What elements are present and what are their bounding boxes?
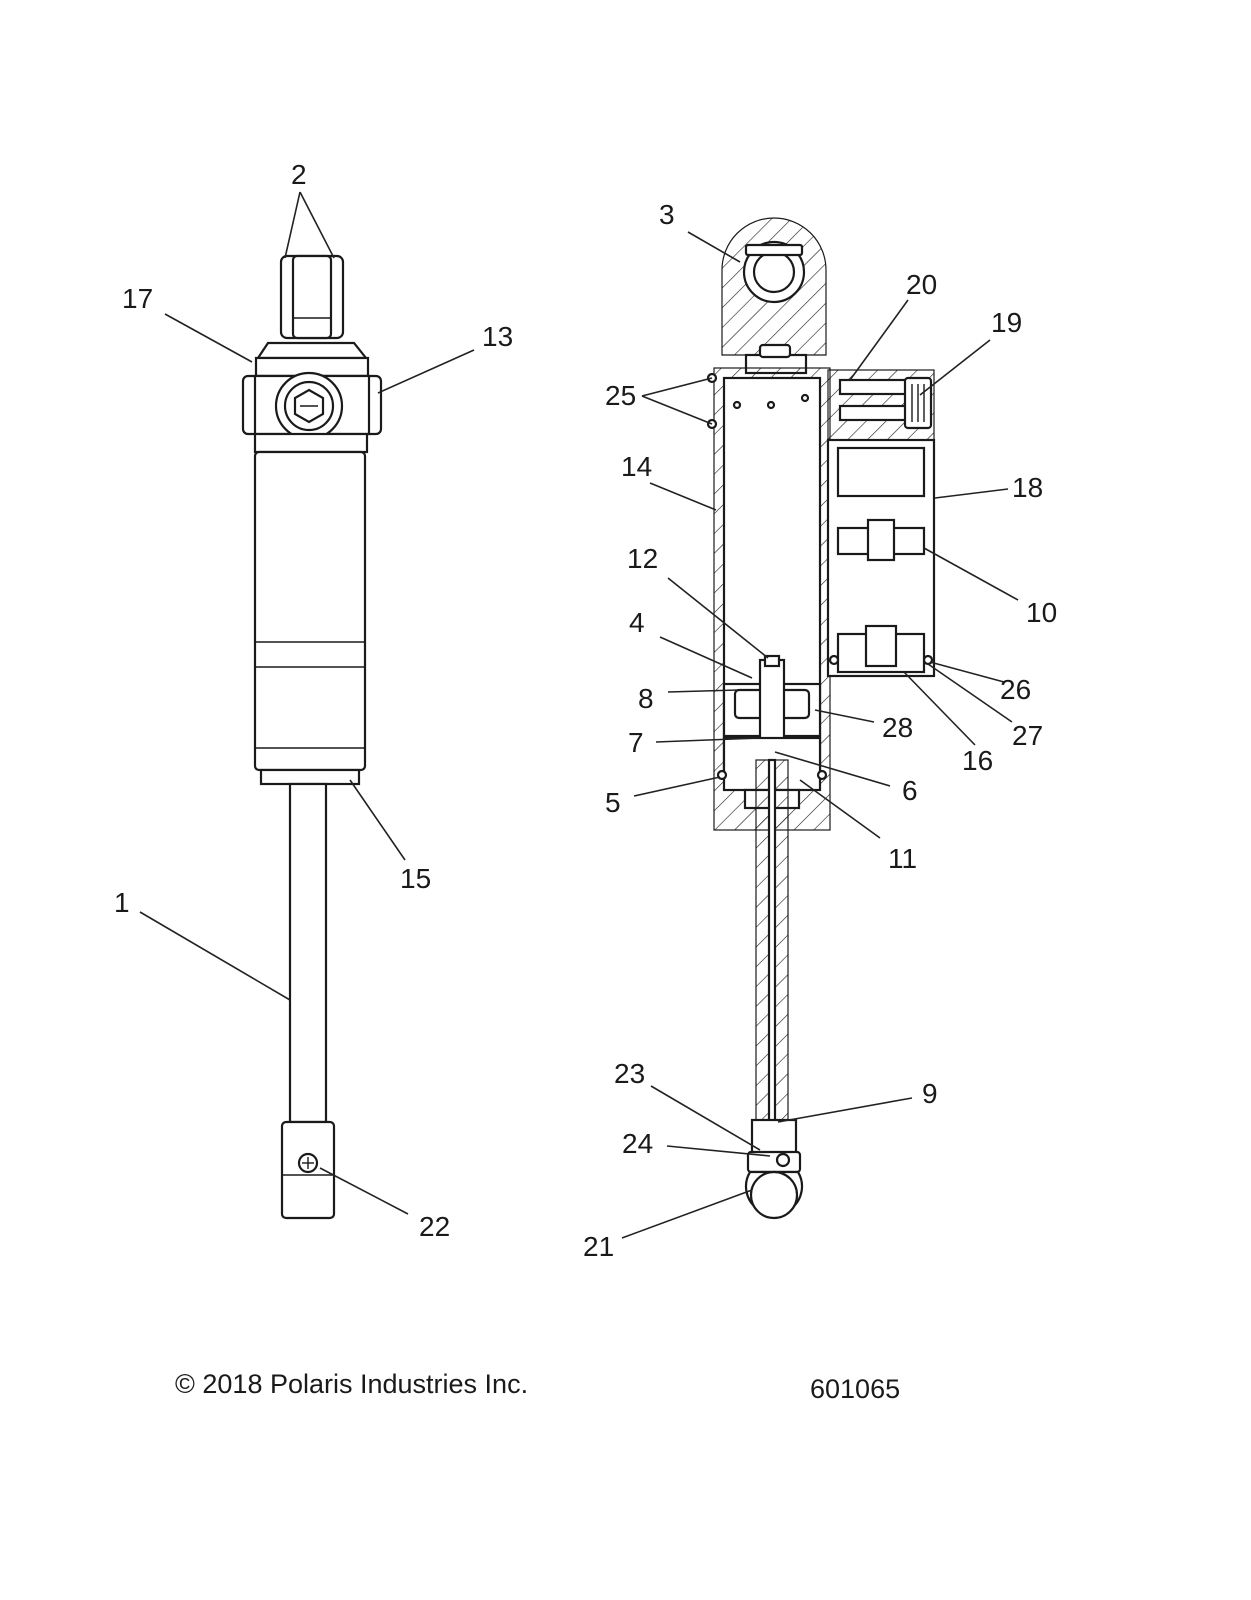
callout-25: 25 bbox=[605, 380, 636, 411]
callout-13: 13 bbox=[482, 321, 513, 352]
copyright-text: © 2018 Polaris Industries Inc. bbox=[175, 1369, 528, 1399]
callout-2: 2 bbox=[291, 159, 307, 190]
callout-16: 16 bbox=[962, 745, 993, 776]
callout-18: 18 bbox=[1012, 472, 1043, 503]
callout-17: 17 bbox=[122, 283, 153, 314]
callout-labels: 1 2 3 4 5 6 7 8 9 10 11 12 13 14 15 16 1… bbox=[114, 159, 1057, 1262]
callout-15: 15 bbox=[400, 863, 431, 894]
callout-9: 9 bbox=[922, 1078, 938, 1109]
callout-8: 8 bbox=[638, 683, 654, 714]
assembled-shock bbox=[241, 254, 383, 1220]
leader-lines bbox=[139, 191, 1019, 1239]
callout-19: 19 bbox=[991, 307, 1022, 338]
callout-24: 24 bbox=[622, 1128, 653, 1159]
callout-3: 3 bbox=[659, 199, 675, 230]
callout-11: 11 bbox=[888, 843, 917, 874]
callout-28: 28 bbox=[882, 712, 913, 743]
section-view-shock bbox=[706, 217, 936, 1220]
callout-1: 1 bbox=[114, 887, 130, 918]
callout-7: 7 bbox=[628, 727, 644, 758]
callout-6: 6 bbox=[902, 775, 918, 806]
callout-10: 10 bbox=[1026, 597, 1057, 628]
callout-5: 5 bbox=[605, 787, 621, 818]
callout-12: 12 bbox=[627, 543, 658, 574]
callout-23: 23 bbox=[614, 1058, 645, 1089]
callout-21: 21 bbox=[583, 1231, 614, 1262]
callout-20: 20 bbox=[906, 269, 937, 300]
callout-26: 26 bbox=[1000, 674, 1031, 705]
callout-4: 4 bbox=[629, 607, 645, 638]
drawing-number: 601065 bbox=[810, 1374, 900, 1404]
callout-14: 14 bbox=[621, 451, 652, 482]
callout-27: 27 bbox=[1012, 720, 1043, 751]
callout-22: 22 bbox=[419, 1211, 450, 1242]
